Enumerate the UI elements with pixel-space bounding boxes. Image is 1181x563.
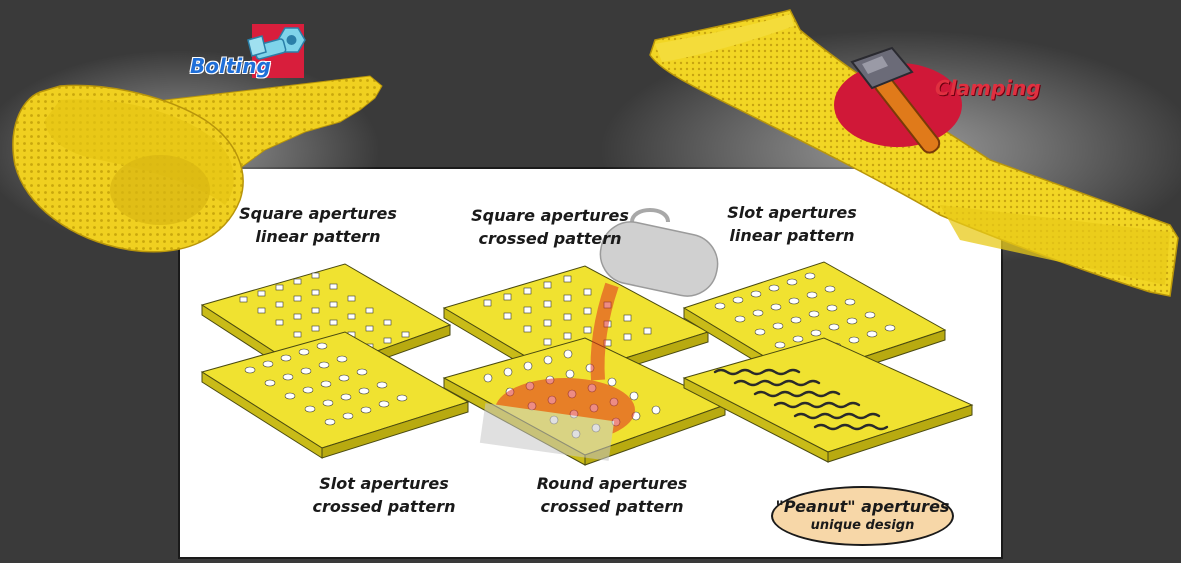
- paint-spill: [479, 282, 635, 461]
- label-slot-linear: Slot apertures linear pattern: [727, 203, 857, 245]
- bolting-label: Bolting: [190, 54, 271, 78]
- hammer-icon: [834, 46, 962, 154]
- label-round-crossed: Round apertures crossed pattern: [536, 474, 688, 516]
- peanut-apertures-callout: "Peanut" apertures unique design: [771, 486, 954, 546]
- paint-bucket-icon: [599, 208, 719, 297]
- label-square-crossed: Square apertures crossed pattern: [471, 206, 629, 248]
- label-slot-crossed: Slot apertures crossed pattern: [312, 474, 456, 516]
- label-square-linear: Square apertures linear pattern: [239, 204, 397, 246]
- peanut-title: "Peanut" apertures: [775, 497, 950, 516]
- clamping-label: Clamping: [935, 76, 1041, 100]
- bolt-nut-icon: [247, 24, 306, 78]
- screen-panel-slot-crossed: [200, 331, 470, 459]
- peanut-subtitle: unique design: [810, 518, 915, 533]
- clamped-screen-strip: [600, 9, 1181, 297]
- bolted-screen-panel: [0, 50, 383, 253]
- screen-panel-peanut: [682, 337, 974, 463]
